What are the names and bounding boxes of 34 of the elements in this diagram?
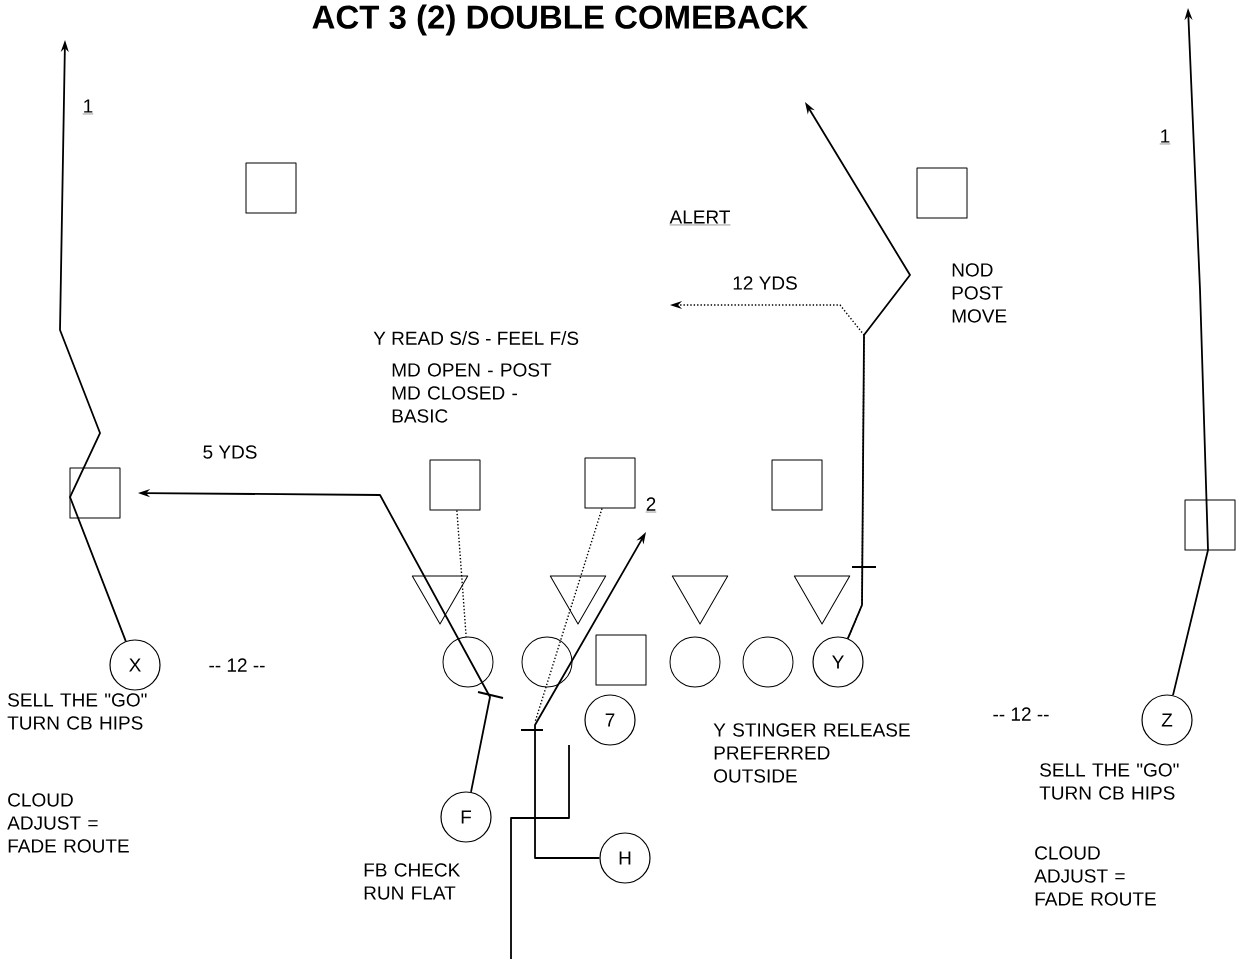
note-text: Y READ S/S - FEEL F/S <box>373 331 579 345</box>
lineman-circle <box>521 636 573 688</box>
defender-box <box>771 459 823 511</box>
note-text: ALERT <box>669 210 731 226</box>
note-text: SELL THE "GO" TURN CB HIPS <box>1039 763 1179 800</box>
callout-number: 1 <box>82 99 94 115</box>
note-text: CLOUD ADJUST = FADE ROUTE <box>7 793 129 853</box>
note-text: -- 12 -- <box>209 658 265 672</box>
edge-label: 5 YDS <box>201 444 259 460</box>
defender-triangle <box>411 575 469 625</box>
defender-triangle <box>671 575 729 625</box>
lineman-circle <box>442 636 494 688</box>
callout-number: 2 <box>645 497 657 513</box>
center-box <box>595 634 647 686</box>
note-text: SELL THE "GO" TURN CB HIPS <box>7 693 147 730</box>
note-text: CLOUD ADJUST = FADE ROUTE <box>1034 846 1156 906</box>
note-text: NOD POST MOVE <box>952 263 1007 323</box>
defender-triangle <box>549 575 607 625</box>
defender-box <box>245 162 297 214</box>
defender-box <box>1184 499 1236 551</box>
defender-box <box>69 467 121 519</box>
note-text: FB CHECK RUN FLAT <box>364 863 461 900</box>
defender-box <box>429 459 481 511</box>
lineman-circle <box>742 636 794 688</box>
note-text: Y STINGER RELEASE PREFERRED OUTSIDE <box>713 723 910 783</box>
lineman-circle <box>669 636 721 688</box>
note-text: -- 12 -- <box>993 707 1049 721</box>
edge-label: 12 YDS <box>731 275 799 291</box>
defender-box <box>916 167 968 219</box>
callout-number: 1 <box>1159 129 1171 145</box>
defender-triangle <box>793 575 851 625</box>
note-text: MD OPEN - POST MD CLOSED - BASIC <box>392 363 552 423</box>
defender-box <box>584 457 636 509</box>
title: ACT 3 (2) DOUBLE COMEBACK <box>312 4 809 36</box>
